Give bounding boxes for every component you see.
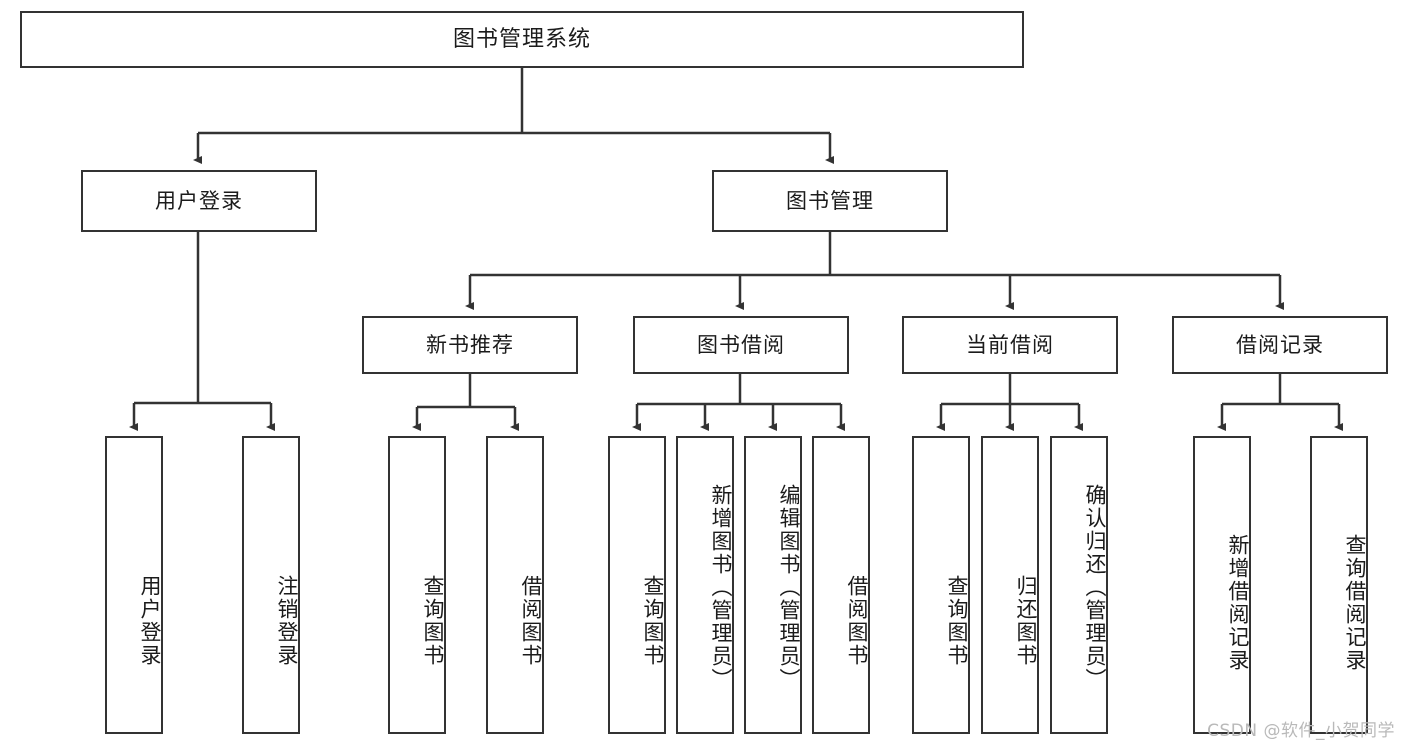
leaf-query-book-current[interactable]: 查询图书 xyxy=(912,436,970,734)
leaf-borrow-book[interactable]: 借阅图书 xyxy=(812,436,870,734)
node-new-book-recommendation-label: 新书推荐 xyxy=(426,332,514,357)
leaf-add-borrow-record[interactable]: 新增借阅记录 xyxy=(1193,436,1251,734)
node-borrow-record-label: 借阅记录 xyxy=(1236,332,1324,357)
leaf-edit-book-admin-label: 编辑图书（管理员） xyxy=(777,483,801,691)
leaf-query-book-current-label: 查询图书 xyxy=(945,575,969,667)
node-book-management[interactable]: 图书管理 xyxy=(712,170,948,232)
node-root[interactable]: 图书管理系统 xyxy=(20,11,1024,68)
node-root-label: 图书管理系统 xyxy=(452,26,591,52)
node-current-borrow[interactable]: 当前借阅 xyxy=(902,316,1118,374)
leaf-borrow-book-recommend[interactable]: 借阅图书 xyxy=(486,436,544,734)
watermark: CSDN @软件_小贺同学 xyxy=(1207,721,1395,741)
leaf-confirm-return-admin-label: 确认归还（管理员） xyxy=(1083,483,1107,691)
node-new-book-recommendation[interactable]: 新书推荐 xyxy=(362,316,578,374)
node-book-borrow-label: 图书借阅 xyxy=(697,332,785,357)
node-user-login-label: 用户登录 xyxy=(155,188,243,213)
leaf-return-book[interactable]: 归还图书 xyxy=(981,436,1039,734)
leaf-query-borrow-record[interactable]: 查询借阅记录 xyxy=(1310,436,1368,734)
leaf-logout[interactable]: 注销登录 xyxy=(242,436,300,734)
leaf-borrow-book-recommend-label: 借阅图书 xyxy=(519,575,543,667)
leaf-logout-label: 注销登录 xyxy=(275,575,299,667)
node-book-borrow[interactable]: 图书借阅 xyxy=(633,316,849,374)
leaf-confirm-return-admin[interactable]: 确认归还（管理员） xyxy=(1050,436,1108,734)
leaf-query-book-recommend[interactable]: 查询图书 xyxy=(388,436,446,734)
node-current-borrow-label: 当前借阅 xyxy=(966,332,1054,357)
leaf-query-book-borrow-label: 查询图书 xyxy=(641,575,665,667)
leaf-user-login[interactable]: 用户登录 xyxy=(105,436,163,734)
node-borrow-record[interactable]: 借阅记录 xyxy=(1172,316,1388,374)
leaf-edit-book-admin[interactable]: 编辑图书（管理员） xyxy=(744,436,802,734)
leaf-borrow-book-label: 借阅图书 xyxy=(845,575,869,667)
leaf-query-book-recommend-label: 查询图书 xyxy=(421,575,445,667)
leaf-add-borrow-record-label: 新增借阅记录 xyxy=(1226,534,1250,672)
leaf-query-borrow-record-label: 查询借阅记录 xyxy=(1343,534,1367,672)
leaf-query-book-borrow[interactable]: 查询图书 xyxy=(608,436,666,734)
leaf-add-book-admin[interactable]: 新增图书（管理员） xyxy=(676,436,734,734)
node-book-management-label: 图书管理 xyxy=(786,188,874,213)
leaf-user-login-label: 用户登录 xyxy=(138,575,162,667)
node-user-login[interactable]: 用户登录 xyxy=(81,170,317,232)
leaf-add-book-admin-label: 新增图书（管理员） xyxy=(709,483,733,691)
leaf-return-book-label: 归还图书 xyxy=(1014,575,1038,667)
